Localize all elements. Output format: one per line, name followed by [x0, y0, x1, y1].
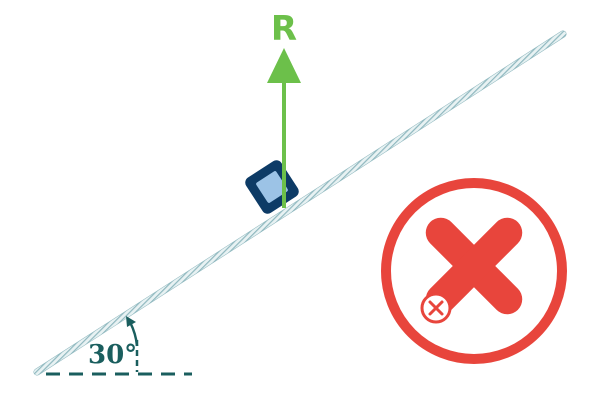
angle-label: 30° [88, 340, 137, 370]
small-x-badge-icon [420, 292, 452, 324]
force-arrow-r [267, 48, 301, 208]
red-x-circle-icon [381, 178, 567, 364]
force-label: R [271, 9, 297, 49]
angle-arc-arrow [126, 316, 139, 347]
incline-plane [33, 30, 567, 376]
